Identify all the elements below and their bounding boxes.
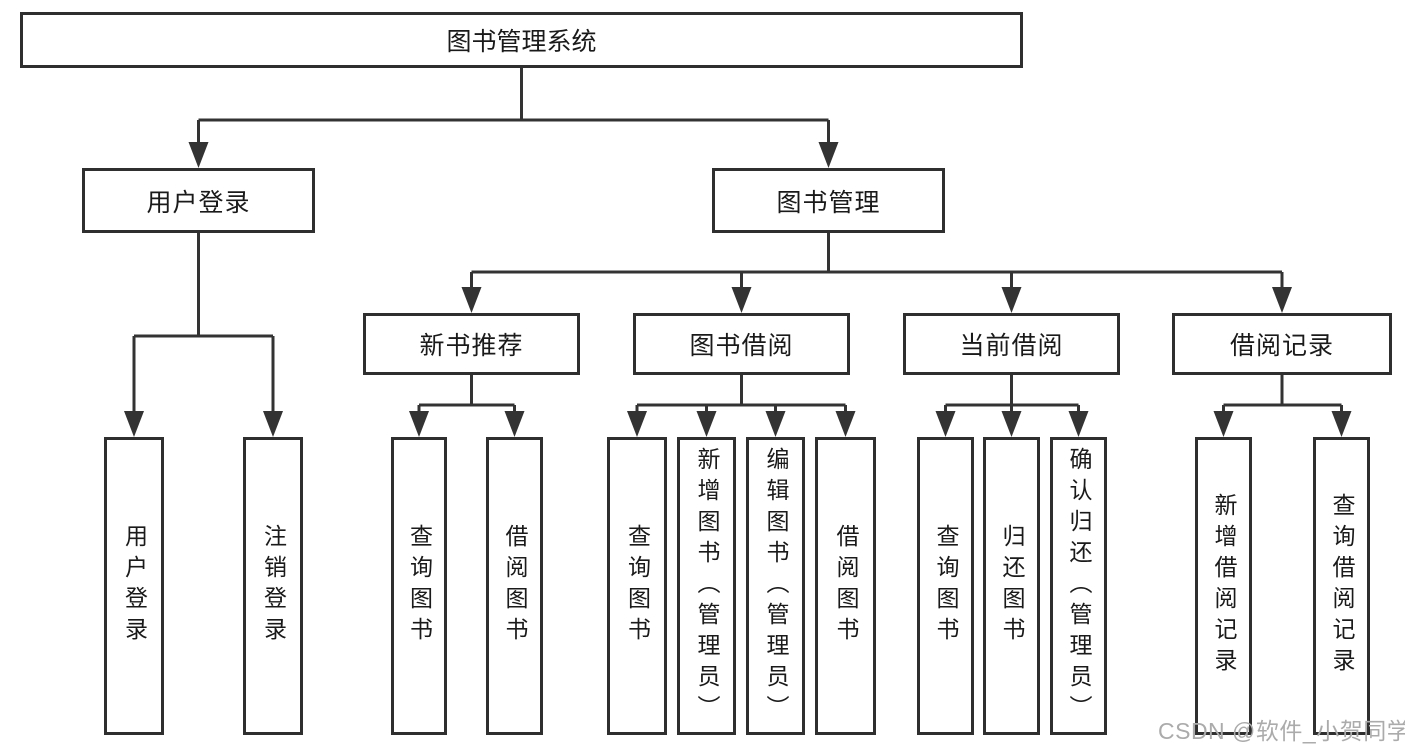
arrow-down-icon	[696, 411, 717, 437]
leaf-add-book-admin: 新增图书（管理员）	[677, 437, 736, 735]
arrow-down-icon	[461, 287, 482, 313]
node-root-label: 图书管理系统	[446, 28, 597, 56]
leaf-return-book-label: 归还图书	[999, 524, 1025, 648]
connector-root	[188, 68, 839, 168]
csdn-watermark: CSDN @软件_小贺同学	[1158, 718, 1405, 744]
arrow-down-icon	[731, 287, 752, 313]
node-user-login: 用户登录	[82, 168, 315, 233]
leaf-borrow-book-recommend: 借阅图书	[486, 437, 543, 735]
arrow-down-icon	[124, 411, 144, 437]
arrow-down-icon	[263, 411, 283, 437]
leaf-query-book-borrow: 查询图书	[607, 437, 667, 735]
leaf-user-login: 用户登录	[104, 437, 164, 735]
leaf-return-book: 归还图书	[983, 437, 1040, 735]
leaf-query-book-recommend: 查询图书	[391, 437, 447, 735]
leaf-user-login-label: 用户登录	[121, 524, 148, 648]
arrow-down-icon	[409, 411, 429, 437]
leaf-confirm-return-admin-label: 确认归还（管理员）	[1066, 446, 1092, 726]
leaf-add-borrow-record-label: 新增借阅记录	[1211, 493, 1237, 679]
leaf-query-book-borrow-label: 查询图书	[624, 524, 651, 648]
leaf-edit-book-admin: 编辑图书（管理员）	[746, 437, 805, 735]
arrow-down-icon	[835, 411, 856, 437]
arrow-down-icon	[1001, 411, 1022, 437]
leaf-query-book-current-label: 查询图书	[933, 524, 959, 648]
node-current-borrow-label: 当前借阅	[959, 332, 1064, 360]
arrow-down-icon	[1213, 411, 1234, 437]
leaf-borrow-book-recommend-label: 借阅图书	[502, 524, 528, 648]
node-book-borrow: 图书借阅	[633, 313, 850, 375]
arrow-down-icon	[627, 411, 647, 437]
arrow-down-icon	[935, 411, 956, 437]
arrow-down-icon	[818, 142, 839, 168]
node-user-login-label: 用户登录	[146, 188, 251, 217]
node-current-borrow: 当前借阅	[903, 313, 1120, 375]
node-new-book-recommend: 新书推荐	[363, 313, 580, 375]
leaf-add-book-admin-label: 新增图书（管理员）	[694, 446, 720, 726]
node-borrow-records-label: 借阅记录	[1229, 332, 1334, 360]
leaf-query-borrow-record-label: 查询借阅记录	[1329, 493, 1355, 679]
node-book-borrow-label: 图书借阅	[689, 332, 794, 360]
node-book-management: 图书管理	[712, 168, 945, 233]
leaf-query-borrow-record: 查询借阅记录	[1313, 437, 1370, 735]
leaf-borrow-book-label: 借阅图书	[833, 524, 859, 648]
connector-current-borrow	[935, 375, 1089, 437]
leaf-add-borrow-record: 新增借阅记录	[1195, 437, 1252, 735]
arrow-down-icon	[1068, 411, 1089, 437]
arrow-down-icon	[765, 411, 786, 437]
arrow-down-icon	[504, 411, 525, 437]
arrow-down-icon	[1001, 287, 1022, 313]
connector-user-login	[124, 233, 283, 437]
connector-book-management	[461, 233, 1292, 313]
leaf-borrow-book: 借阅图书	[815, 437, 876, 735]
connector-book-borrow	[627, 375, 856, 437]
leaf-query-book-current: 查询图书	[917, 437, 974, 735]
arrow-down-icon	[1331, 411, 1352, 437]
leaf-edit-book-admin-label: 编辑图书（管理员）	[763, 446, 789, 726]
leaf-logout: 注销登录	[243, 437, 303, 735]
leaf-query-book-recommend-label: 查询图书	[406, 524, 433, 648]
node-root: 图书管理系统	[20, 12, 1023, 68]
node-new-book-recommend-label: 新书推荐	[419, 332, 524, 360]
connector-borrow-records	[1213, 375, 1352, 437]
node-borrow-records: 借阅记录	[1172, 313, 1392, 375]
leaf-confirm-return-admin: 确认归还（管理员）	[1050, 437, 1107, 735]
arrow-down-icon	[1272, 287, 1292, 313]
node-book-management-label: 图书管理	[776, 188, 881, 217]
connector-new-book	[409, 375, 525, 437]
leaf-logout-label: 注销登录	[260, 524, 287, 648]
arrow-down-icon	[188, 142, 209, 168]
